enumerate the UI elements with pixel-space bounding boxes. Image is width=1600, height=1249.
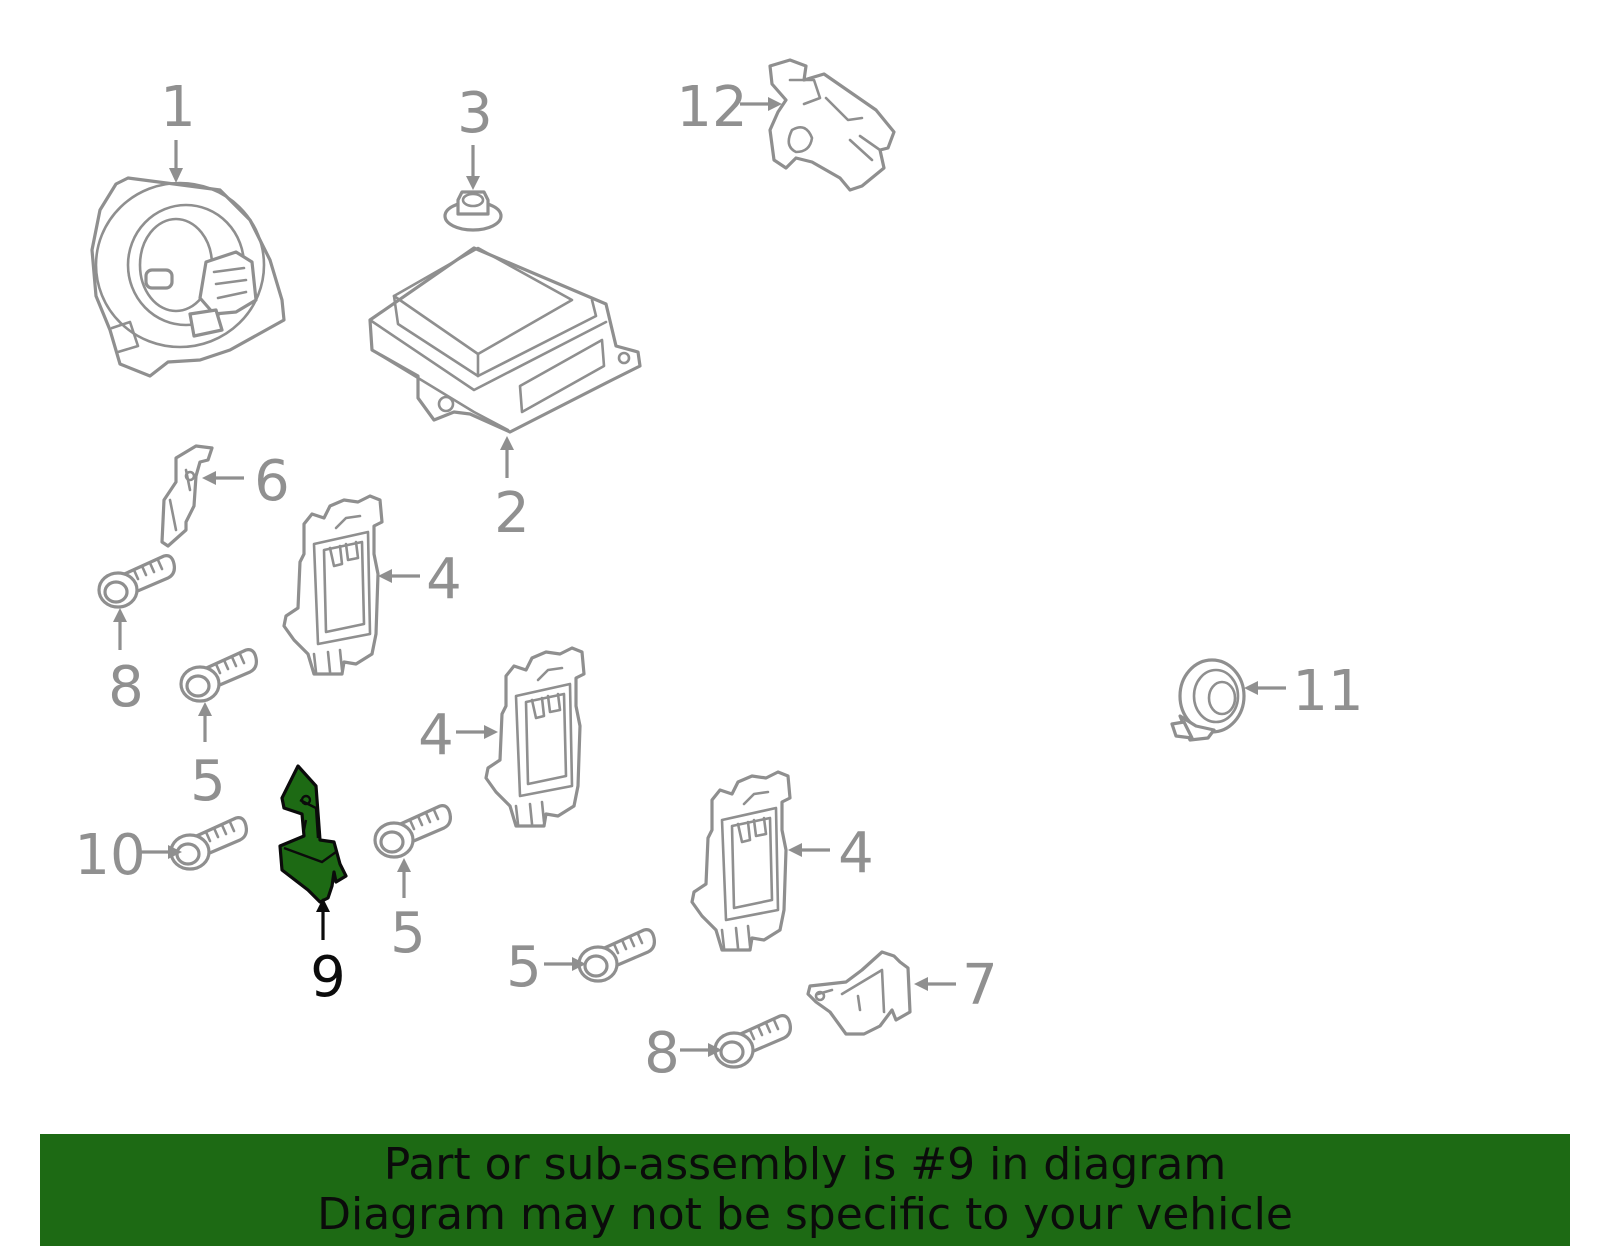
banner-line-2: Diagram may not be specific to your vehi… [317,1189,1293,1240]
callout-4-lower: 4 [838,821,874,886]
clockspring-part-1 [90,176,286,378]
bolt-part-10 [169,816,248,871]
notice-banner: Part or sub-assembly is #9 in diagram Di… [40,1134,1570,1246]
callout-10: 10 [74,823,145,888]
callout-5-lower: 5 [506,935,542,1000]
banner-line-1: Part or sub-assembly is #9 in diagram [383,1139,1227,1190]
callout-5-middle: 5 [390,901,426,966]
callout-9: 9 [310,945,346,1010]
callout-4-upper: 4 [426,547,462,612]
bolt-part-5-left [179,648,258,703]
callout-1: 1 [160,75,196,140]
callout-11: 11 [1292,659,1363,724]
nut-part-3 [443,190,503,232]
callout-8-lower: 8 [644,1021,680,1086]
bolt-part-5-middle [373,804,452,859]
sensor-part-4-middle [484,646,586,828]
bracket-part-9-highlighted [278,764,348,904]
callout-8-upper: 8 [108,655,144,720]
bracket-part-6 [160,444,214,548]
control-module-part-2 [368,246,642,434]
callout-7: 7 [962,953,998,1018]
callout-12: 12 [676,75,747,140]
bolt-part-8-upper [97,554,176,609]
sensor-part-4-upper [282,494,384,676]
bolt-part-8-lower [713,1014,793,1069]
sensor-part-11 [1170,658,1246,742]
callout-3: 3 [457,81,493,146]
sensor-part-4-lower [690,770,792,952]
bracket-part-7 [806,950,912,1036]
callout-5-left: 5 [190,749,226,814]
bolt-part-5-lower [577,928,657,983]
sensor-part-12 [768,58,896,192]
callout-4-middle: 4 [418,703,454,768]
callout-6: 6 [254,449,290,514]
callout-2: 2 [494,481,530,546]
